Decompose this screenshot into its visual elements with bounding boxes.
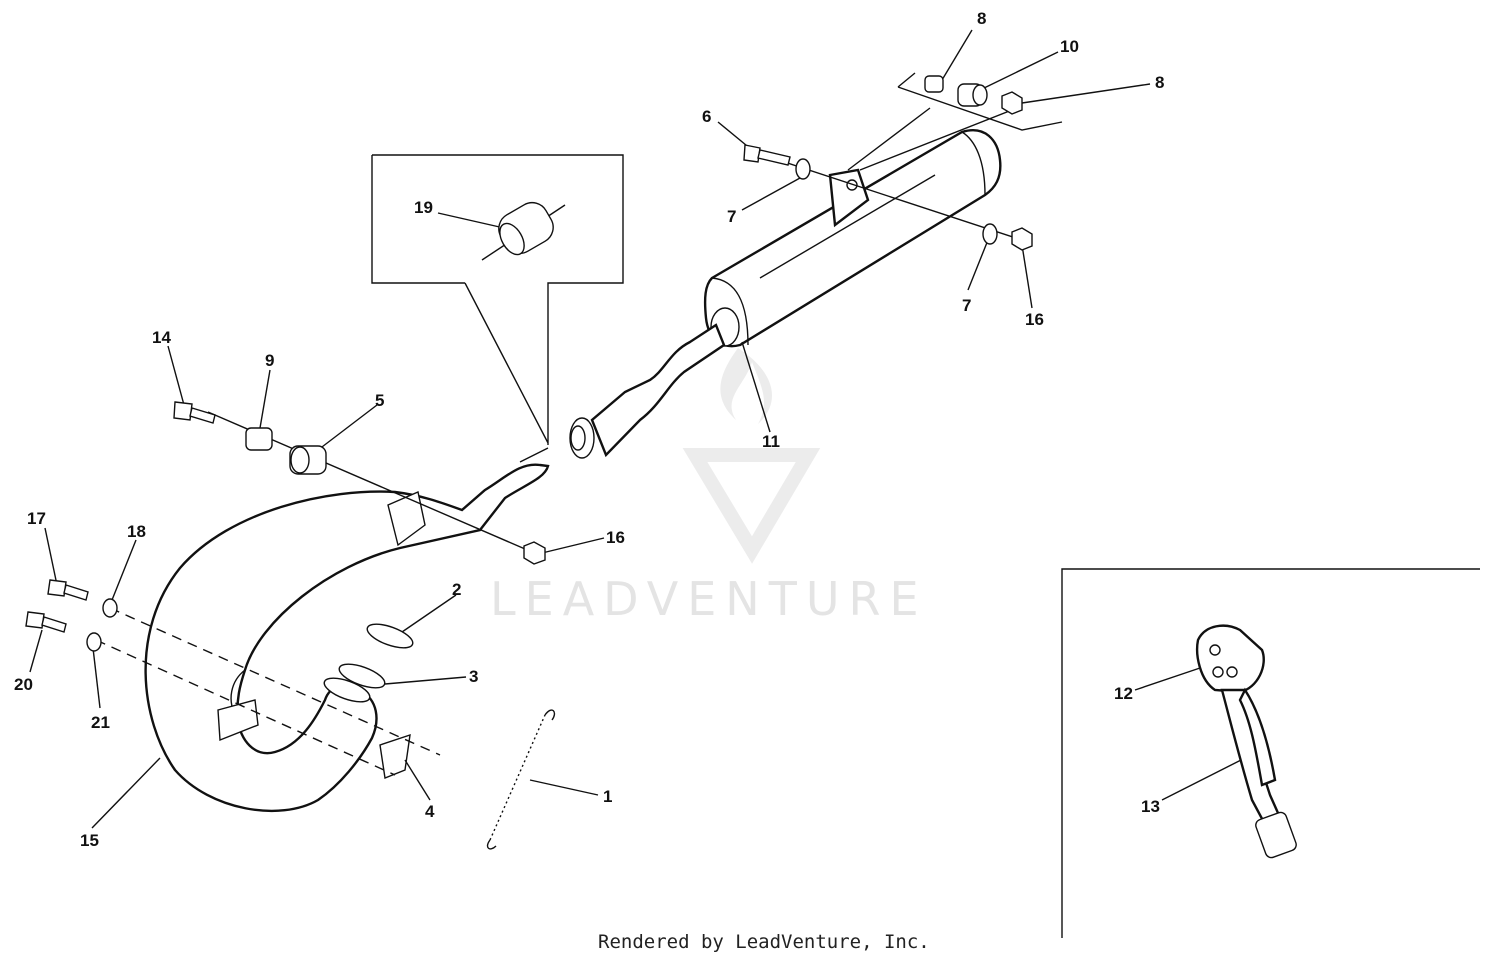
callout-1: 1 (603, 787, 612, 806)
mid-pipe (569, 323, 726, 459)
callout-20: 20 (14, 675, 33, 694)
callout-16-right: 16 (1025, 310, 1044, 329)
callout-5: 5 (375, 391, 384, 410)
callout-2: 2 (452, 580, 461, 599)
leadventure-watermark: LEADVENTURE (490, 348, 928, 626)
callout-9: 9 (265, 351, 274, 370)
callout-7-left: 7 (727, 207, 736, 226)
callout-18: 18 (127, 522, 146, 541)
callout-3: 3 (469, 667, 478, 686)
callout-6: 6 (702, 107, 711, 126)
callout-12: 12 (1114, 684, 1133, 703)
callout-8-right: 8 (1155, 73, 1164, 92)
credit-text: Rendered by LeadVenture, Inc. (598, 931, 930, 953)
callout-19: 19 (414, 198, 433, 217)
hardware (25, 75, 1033, 850)
callout-15: 15 (80, 831, 99, 850)
inset-pipe-assembly (1196, 624, 1297, 859)
expansion-chamber (144, 463, 550, 813)
callout-7-right: 7 (962, 296, 971, 315)
callout-4: 4 (425, 802, 435, 821)
callout-10: 10 (1060, 37, 1079, 56)
muffler (703, 129, 1002, 348)
inset-box-spring (371, 154, 624, 445)
callout-17: 17 (27, 509, 46, 528)
callout-16-left: 16 (606, 528, 625, 547)
callout-21: 21 (91, 713, 110, 732)
callout-13: 13 (1141, 797, 1160, 816)
callout-labels: 8 10 8 6 7 7 16 11 19 14 9 5 16 17 18 2 … (14, 9, 1164, 850)
callout-8-top: 8 (977, 9, 986, 28)
inset-box-pipe (1061, 568, 1480, 938)
callout-14: 14 (152, 328, 171, 347)
callout-11: 11 (762, 432, 780, 451)
watermark-text: LEADVENTURE (490, 572, 928, 626)
